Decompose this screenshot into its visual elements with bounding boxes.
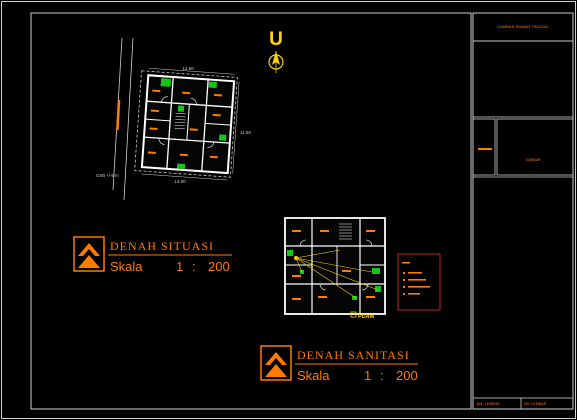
pdam-label: PDAM — [358, 314, 375, 320]
gsb-label: GSB +/-5 m — [96, 173, 119, 178]
footer-right-label: NO. LEMBAR — [524, 402, 547, 406]
situasi-title: DENAH SITUASI — [110, 239, 214, 253]
sanitasi-scale-den: 200 — [396, 368, 418, 383]
title-block-mid-label: GAMBAR — [525, 158, 541, 162]
drawing-border — [30, 12, 472, 410]
footer-left-label: JML. LEMBAR — [476, 402, 500, 406]
title-block: GAMBAR RUMAH TINGGAL GAMBAR JML. LEMBAR … — [472, 12, 574, 410]
sanitasi-scale-sep: : — [380, 368, 384, 383]
site-plan: 14.50 11.50 13.00 GSB +/-5 m — [96, 37, 251, 201]
pdam-marker-icon — [350, 311, 357, 318]
situasi-scale-label: Skala — [110, 259, 143, 274]
situasi-scale-den: 200 — [208, 259, 230, 274]
dim-top: 14.50 — [182, 66, 194, 71]
dim-bottom: 13.00 — [174, 179, 186, 184]
north-letter: U — [269, 29, 283, 50]
sanitasi-title: DENAH SANITASI — [297, 348, 410, 362]
situasi-scale-num: 1 — [176, 259, 183, 274]
sanitation-legend — [397, 253, 441, 311]
sanitasi-scale-num: 1 — [364, 368, 371, 383]
sanitasi-caption: DENAH SANITASI Skala 1 : 200 — [260, 345, 418, 383]
north-arrow: U — [268, 29, 284, 73]
sanitasi-scale-label: Skala — [297, 368, 330, 383]
title-block-header: GAMBAR RUMAH TINGGAL — [497, 24, 549, 29]
dim-right: 11.50 — [240, 130, 251, 135]
situasi-scale-sep: : — [192, 259, 196, 274]
sewer-node-icon — [294, 256, 298, 260]
situasi-caption: DENAH SITUASI Skala 1 : 200 — [73, 236, 232, 274]
sanitation-plan: PDAM — [284, 217, 386, 320]
